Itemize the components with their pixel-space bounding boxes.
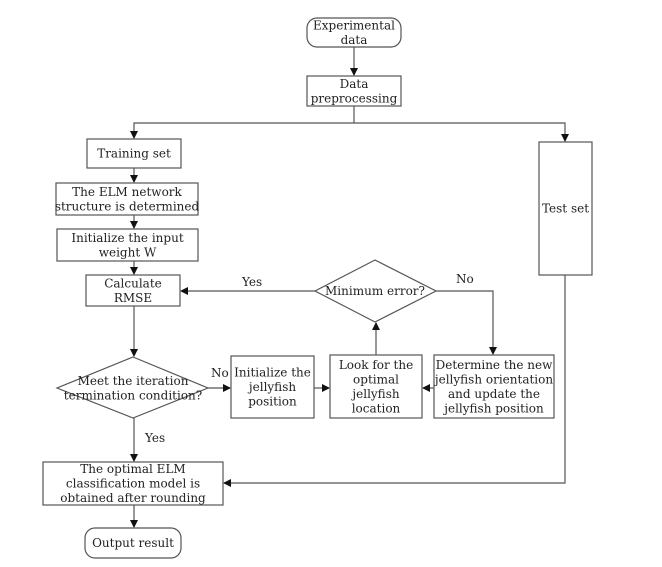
label-yes-min-error: Yes <box>241 275 262 289</box>
node-label-line: Meet the iteration <box>78 374 189 388</box>
node-label-line: The optimal ELM <box>80 462 185 476</box>
node-label-line: location <box>352 401 401 415</box>
node-label-line: classification model is <box>66 477 200 491</box>
node-label-line: Determine the new <box>436 358 554 372</box>
node-label: Minimum error? <box>325 284 425 298</box>
node-label-line: jellyfish position <box>442 401 544 415</box>
node-label-line: weight W <box>99 245 157 259</box>
label-no-min-error: No <box>456 272 474 286</box>
label-no-iteration: No <box>211 366 229 380</box>
node-label-line: optimal <box>353 372 399 386</box>
node-label-line: jellyfish <box>247 380 296 394</box>
edge-to-test-set <box>354 122 569 142</box>
node-label-line: and update the <box>448 387 540 401</box>
node-label-line: Test set <box>542 202 589 216</box>
node-label-line: data <box>341 33 368 47</box>
node-label-line: The ELM network <box>72 185 182 199</box>
edge-labels: Yes No No Yes <box>144 272 474 445</box>
node-label-line: position <box>248 395 297 409</box>
edge-min-error-no <box>436 290 497 355</box>
node-label-line: RMSE <box>114 291 152 305</box>
node-label-line: termination condition? <box>64 388 202 402</box>
edge-to-training-set <box>130 122 354 139</box>
node-label-line: Calculate <box>104 276 162 290</box>
node-label-line: Experimental <box>313 18 395 32</box>
node-output-result: Output result <box>84 527 182 559</box>
edge-test-to-optimal <box>223 275 566 487</box>
node-label-line: Initialize the <box>234 366 311 380</box>
node-label-line: Data <box>340 77 369 91</box>
node-label-line: Initialize the input <box>71 231 183 245</box>
node-training-set: Training set <box>86 138 182 169</box>
label-yes-iteration: Yes <box>144 431 165 445</box>
edges <box>130 47 569 528</box>
node-label-line: structure is determined <box>55 199 200 213</box>
node-label-line: Output result <box>92 536 174 550</box>
node-label-line: Training set <box>97 147 171 161</box>
node-test-set: Test set <box>538 141 593 276</box>
node-minimum-error: Minimum error? <box>313 259 438 323</box>
node-label-line: jellyfish <box>350 387 399 401</box>
node-label-line: obtained after rounding <box>60 491 206 505</box>
node-label-line: Look for the <box>339 358 413 372</box>
node-label-line: jellyfish orientation <box>433 372 553 386</box>
node-label-line: preprocessing <box>311 91 398 105</box>
node-label: Output result <box>92 536 174 550</box>
node-label: Test set <box>542 202 589 216</box>
node-label: Training set <box>97 147 171 161</box>
node-label-line: Minimum error? <box>325 284 425 298</box>
